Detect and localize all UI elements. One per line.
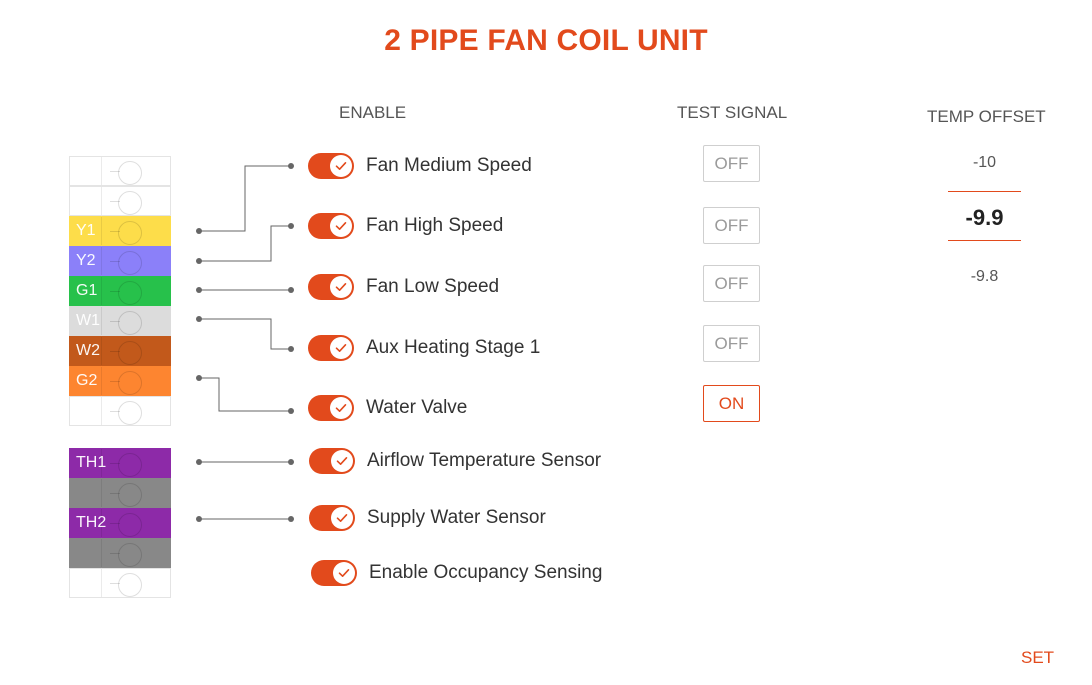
enable-toggle-label: Aux Heating Stage 1 [366,337,541,358]
enable-toggle[interactable] [308,153,354,179]
terminal-label: W2 [76,342,100,359]
wire-endpoint [288,163,294,169]
check-icon [330,337,352,359]
wire-endpoint [288,346,294,352]
terminal-slot [69,396,171,426]
wire-endpoint [196,375,202,381]
check-icon [333,562,355,584]
terminal-slot [69,186,171,216]
enable-toggle-label: Enable Occupancy Sensing [369,562,603,583]
terminal-label: TH1 [76,454,107,471]
wire [199,318,291,350]
temp-offset-column-header: TEMP OFFSET [927,107,1046,126]
enable-toggle-label: Water Valve [366,397,468,418]
wire-endpoint [288,516,294,522]
terminal-slot [69,568,171,598]
enable-column-header: ENABLE [339,103,407,122]
wire-endpoint [196,316,202,322]
terminal-label: G1 [76,282,98,299]
wire-endpoint [196,459,202,465]
enable-toggle[interactable] [308,274,354,300]
wire-endpoint [196,228,202,234]
wire-endpoint [196,516,202,522]
wire-endpoint [288,287,294,293]
enable-toggle[interactable] [311,560,357,586]
picker-divider-bottom [948,240,1021,241]
terminal-label: TH2 [76,514,107,531]
terminal-slot: G1 [69,276,171,306]
terminal-slot: G2 [69,366,171,396]
enable-toggle[interactable] [309,505,355,531]
wire [199,165,291,232]
enable-toggle[interactable] [309,448,355,474]
terminal-label: Y1 [76,222,96,239]
wire [199,225,291,262]
enable-toggle[interactable] [308,395,354,421]
wire [199,377,291,412]
terminal-slot: Y1 [69,216,171,246]
enable-toggle-label: Airflow Temperature Sensor [367,450,602,471]
check-icon [330,155,352,177]
terminal-label: Y2 [76,252,96,269]
test-signal-button[interactable]: OFF [703,207,760,244]
terminal-slot: TH1 [69,448,171,478]
enable-toggle-label: Fan Low Speed [366,276,500,297]
set-button[interactable]: SET [1021,648,1055,667]
terminal-slot: W2 [69,336,171,366]
terminal-slot [69,478,171,508]
wire-endpoint [288,459,294,465]
enable-toggle-label: Fan Medium Speed [366,155,532,176]
test-signal-button[interactable]: ON [703,385,760,422]
wire-endpoint [288,223,294,229]
wire-endpoint [288,408,294,414]
check-icon [331,507,353,529]
terminal-slot: W1 [69,306,171,336]
terminal-label: W1 [76,312,100,329]
temp-offset-previous-value[interactable]: -10 [972,154,997,171]
terminal-slot [69,156,171,186]
enable-toggle[interactable] [308,213,354,239]
test-signal-button[interactable]: OFF [703,325,760,362]
test-signal-button[interactable]: OFF [703,265,760,302]
test-signal-column-header: TEST SIGNAL [677,103,788,122]
wire-endpoint [196,287,202,293]
enable-toggle[interactable] [308,335,354,361]
temp-offset-current-value[interactable]: -9.9 [965,205,1004,230]
wire-endpoint [196,258,202,264]
terminal-slot: TH2 [69,508,171,538]
check-icon [330,397,352,419]
terminal-slot: Y2 [69,246,171,276]
test-signal-button[interactable]: OFF [703,145,760,182]
terminal-slot [69,538,171,568]
page-title: 2 PIPE FAN COIL UNIT [384,24,708,57]
temp-offset-next-value[interactable]: -9.8 [970,268,999,285]
check-icon [331,450,353,472]
check-icon [330,215,352,237]
enable-toggle-label: Fan High Speed [366,215,504,236]
check-icon [330,276,352,298]
enable-toggle-label: Supply Water Sensor [367,507,546,528]
terminal-label: G2 [76,372,98,389]
picker-divider-top [948,191,1021,192]
